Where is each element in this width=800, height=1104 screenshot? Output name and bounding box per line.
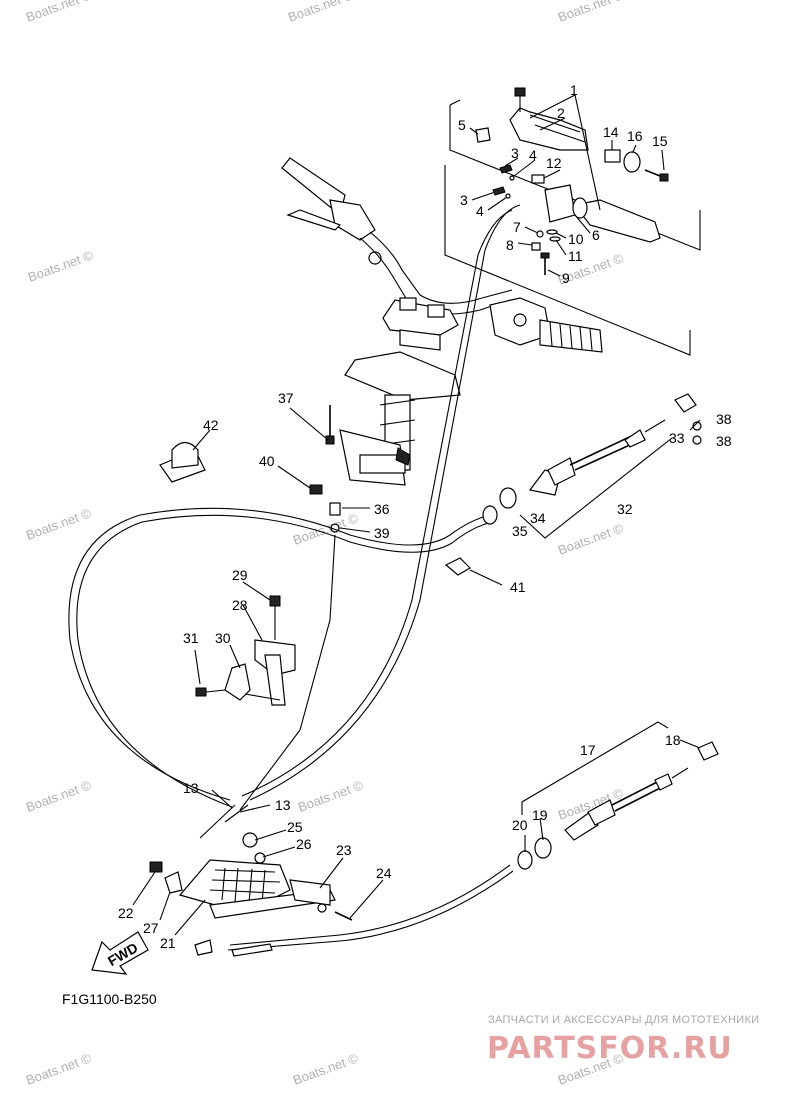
brand-subtitle: ЗАПЧАСТИ И АКСЕССУАРЫ ДЛЯ МОТОТЕХНИКИ xyxy=(488,1014,759,1026)
callout-12: 12 xyxy=(546,155,562,171)
callout-32: 32 xyxy=(617,501,633,517)
callout-38: 38 xyxy=(716,411,732,427)
callout-17: 17 xyxy=(580,742,596,758)
watermark: Boats.net © xyxy=(24,777,94,815)
callout-14: 14 xyxy=(603,124,619,140)
callout-34: 34 xyxy=(530,510,546,526)
callout-23: 23 xyxy=(336,842,352,858)
part-42 xyxy=(159,429,211,483)
watermark: Boats.net © xyxy=(556,520,626,558)
callout-6: 6 xyxy=(592,227,600,243)
callout-2: 2 xyxy=(557,105,565,121)
callout-40: 40 xyxy=(259,453,275,469)
callout-42: 42 xyxy=(203,417,219,433)
callout-22: 22 xyxy=(118,905,134,921)
callout-5: 5 xyxy=(458,117,466,133)
callout-4: 4 xyxy=(529,147,537,163)
callout-21: 21 xyxy=(160,935,176,951)
callout-27: 27 xyxy=(143,920,159,936)
watermark: Boats.net © xyxy=(286,0,356,25)
callout-9: 9 xyxy=(562,270,570,286)
callout-19: 19 xyxy=(532,807,548,823)
callout-36: 36 xyxy=(374,501,390,517)
callout-16: 16 xyxy=(627,128,643,144)
callout-28: 28 xyxy=(232,597,248,613)
callout-13: 13 xyxy=(183,780,199,796)
callout-31: 31 xyxy=(183,630,199,646)
callout-8: 8 xyxy=(506,237,514,253)
callout-20: 20 xyxy=(512,817,528,833)
callout-1: 1 xyxy=(570,82,578,98)
callout-3: 3 xyxy=(511,145,519,161)
figure-code: F1G1100-B250 xyxy=(62,991,157,1007)
brand-logo: ЗАПЧАСТИ И АКСЕССУАРЫ ДЛЯ МОТОТЕХНИКИ PA… xyxy=(487,1014,759,1066)
watermark: Boats.net © xyxy=(556,0,626,25)
callout-24: 24 xyxy=(376,865,392,881)
callout-7: 7 xyxy=(513,219,521,235)
watermark: Boats.net © xyxy=(24,505,94,543)
lower-assembly xyxy=(149,804,353,957)
watermark: Boats.net © xyxy=(26,247,96,285)
brand-name: PARTSFOR.RU xyxy=(487,1031,733,1066)
cables xyxy=(68,204,521,951)
watermarks: Boats.net © Boats.net © Boats.net © Boat… xyxy=(24,0,626,1088)
callout-35: 35 xyxy=(512,523,528,539)
watermark: Boats.net © xyxy=(296,777,366,815)
callout-10: 10 xyxy=(568,231,584,247)
cable-32 xyxy=(482,393,702,539)
fwd-arrow: FWD xyxy=(91,931,149,975)
watermark: Boats.net © xyxy=(24,0,94,25)
callout-25: 25 xyxy=(287,819,303,835)
part-41 xyxy=(444,557,471,576)
callout-37: 37 xyxy=(278,390,294,406)
callout-18: 18 xyxy=(665,732,681,748)
callout-39: 39 xyxy=(374,525,390,541)
callout-30: 30 xyxy=(215,630,231,646)
watermark: Boats.net © xyxy=(291,1050,361,1088)
callout-labels: 1 2 3 3 4 4 5 6 7 8 9 10 11 12 13 13 14 … xyxy=(118,82,732,951)
handlebar-assembly xyxy=(281,157,603,533)
callout-41: 41 xyxy=(510,579,526,595)
leader-lines xyxy=(132,94,701,936)
callout-3: 3 xyxy=(460,192,468,208)
callout-33: 33 xyxy=(669,430,685,446)
watermark: Boats.net © xyxy=(24,1050,94,1088)
callout-26: 26 xyxy=(296,836,312,852)
callout-15: 15 xyxy=(652,133,668,149)
callout-29: 29 xyxy=(232,567,248,583)
callout-4: 4 xyxy=(476,203,484,219)
callout-38: 38 xyxy=(716,433,732,449)
bracket-group xyxy=(194,595,296,706)
callout-11: 11 xyxy=(568,248,583,264)
callout-13: 13 xyxy=(275,797,291,813)
right-grip-group xyxy=(444,87,701,356)
